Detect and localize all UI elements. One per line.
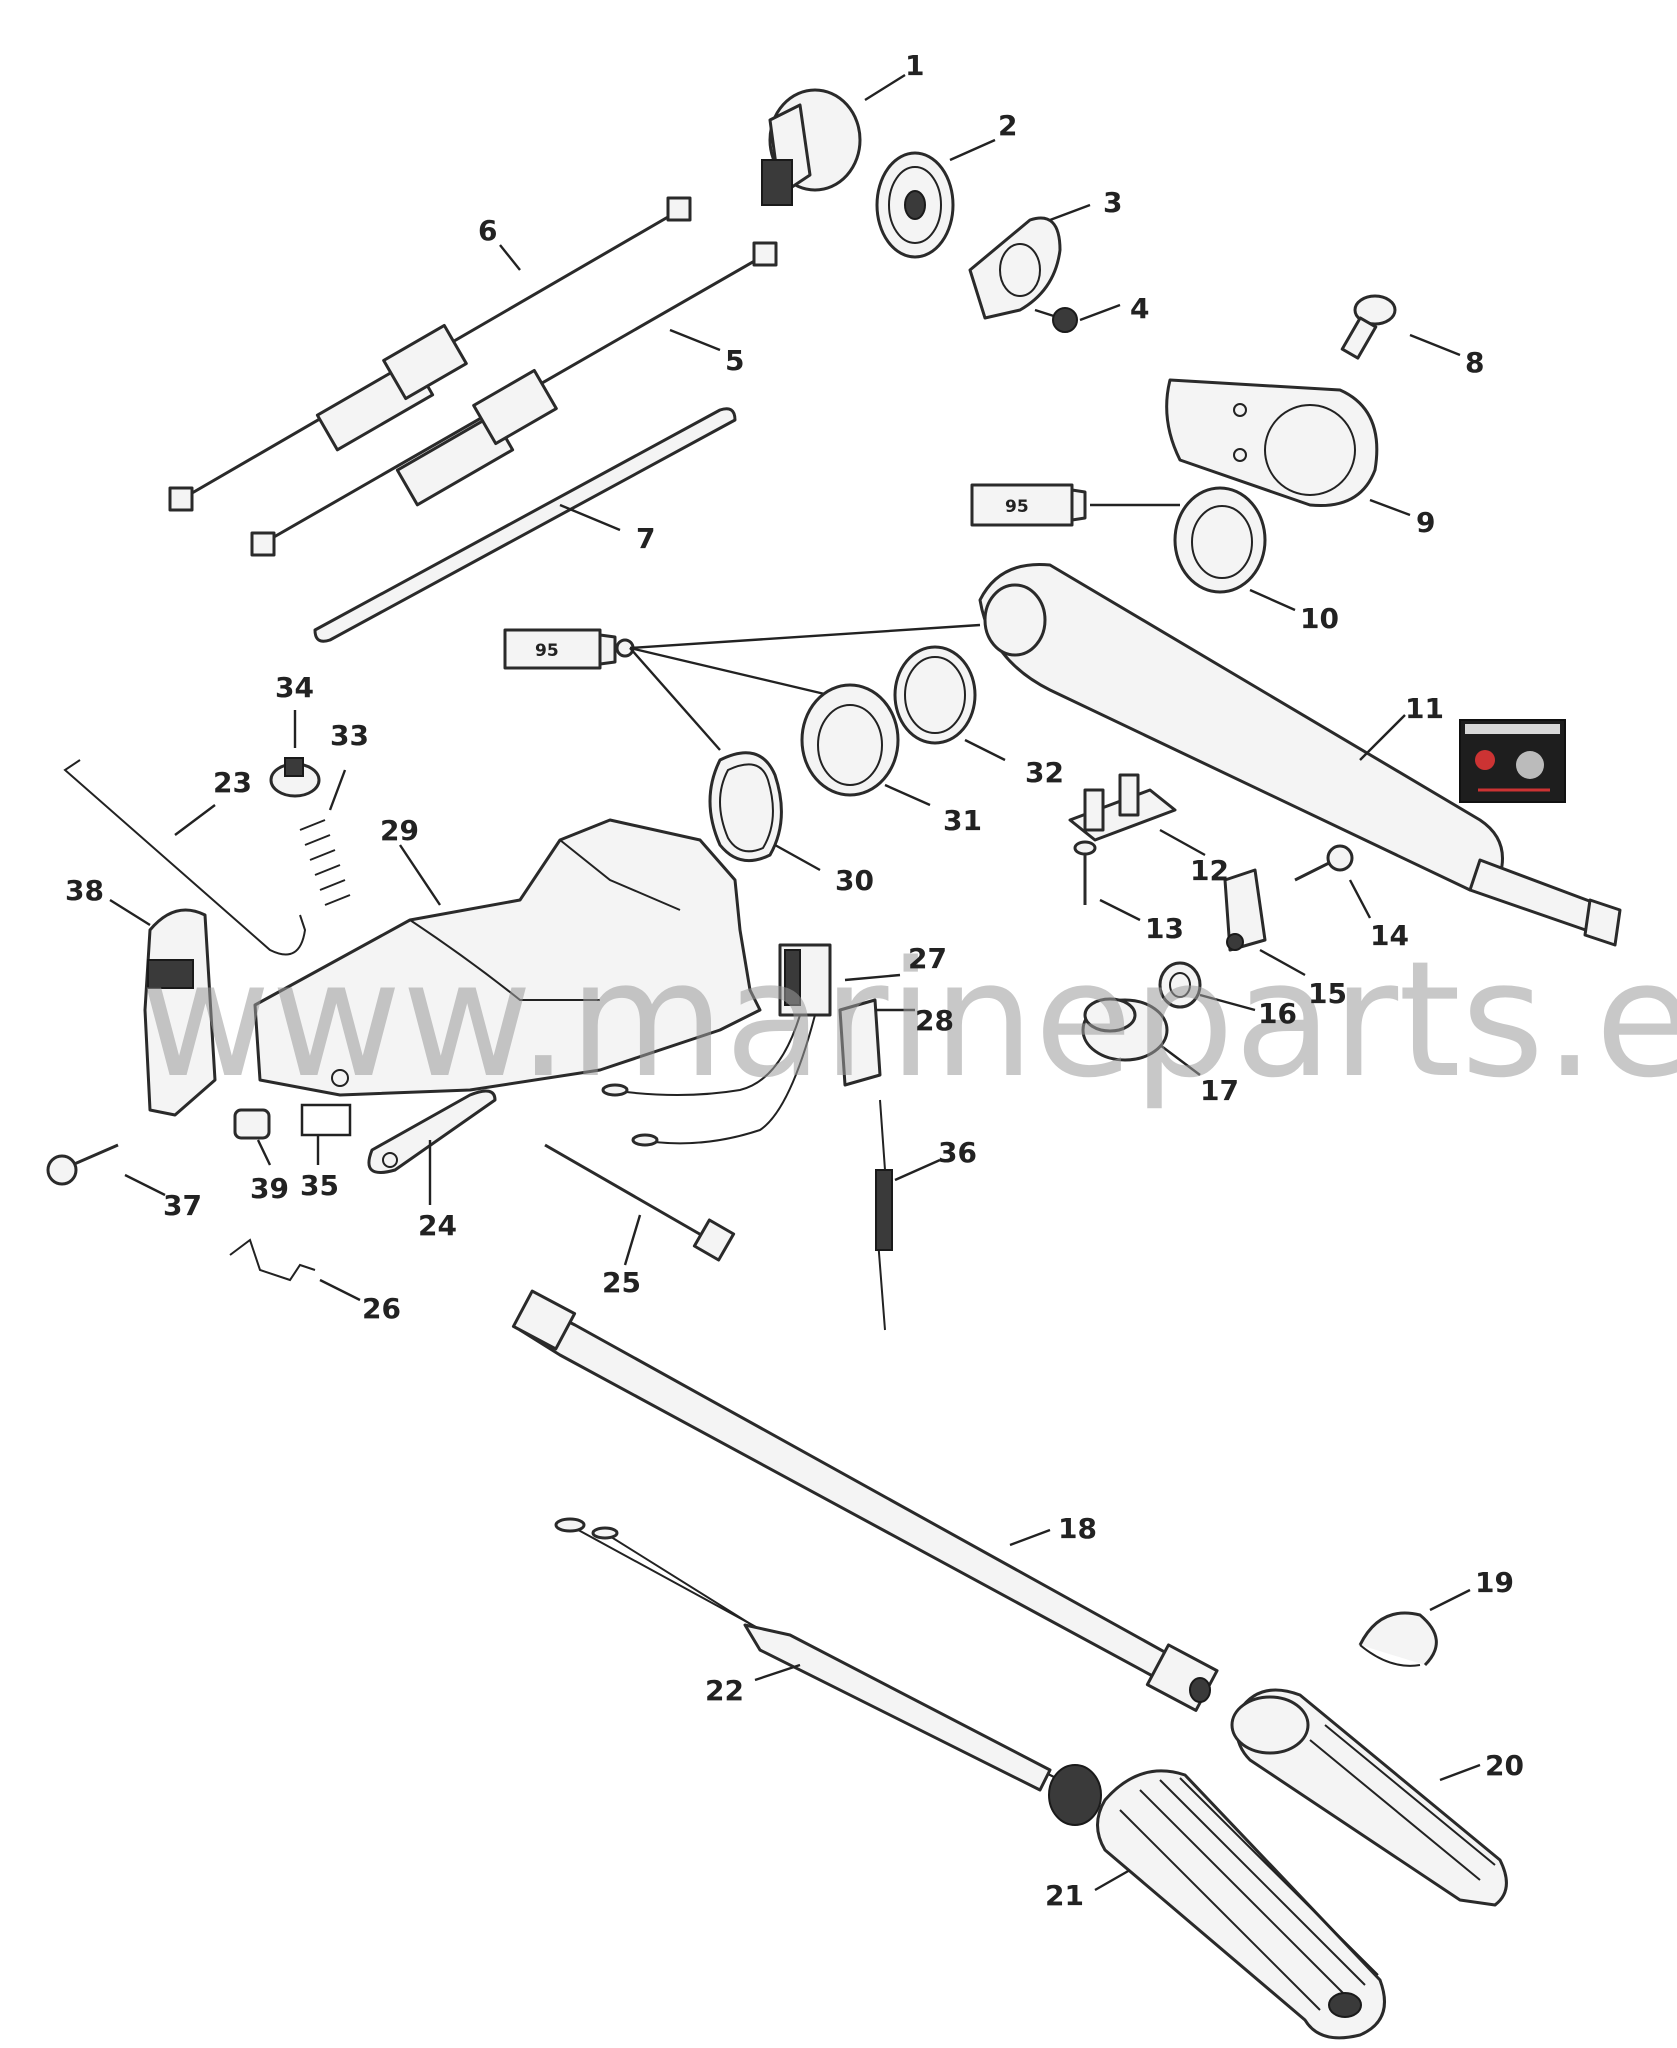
part-11-tiller-arm (978, 562, 1622, 947)
callout-5: 5 (725, 344, 744, 377)
part-10-seal-ring (1173, 486, 1267, 594)
callout-17: 17 (1200, 1074, 1239, 1107)
part-22-cable (554, 1517, 1102, 1826)
callout-22: 22 (705, 1674, 744, 1707)
callout-2: 2 (998, 109, 1017, 142)
callout-23: 23 (213, 766, 252, 799)
callout-3: 3 (1103, 186, 1122, 219)
part-9-bracket-plate (1165, 378, 1379, 508)
part-37-bolt (46, 1143, 119, 1186)
part-14-bolt (1294, 844, 1354, 882)
part-23-wire-link (63, 759, 307, 956)
callout-8: 8 (1465, 346, 1484, 379)
part-38-lever (143, 908, 217, 1117)
callout-16: 16 (1258, 997, 1297, 1030)
callout-13: 13 (1145, 912, 1184, 945)
part-29-housing (253, 818, 762, 1097)
callout-15: 15 (1308, 977, 1347, 1010)
tube-label-upper: 95 (1005, 497, 1029, 517)
callout-1: 1 (905, 49, 924, 82)
callout-28: 28 (915, 1004, 954, 1037)
part-4-screw (1034, 307, 1078, 333)
callout-32: 32 (1025, 756, 1064, 789)
callout-36: 36 (938, 1136, 977, 1169)
callout-12: 12 (1190, 854, 1229, 887)
part-16-washer (1158, 961, 1202, 1009)
part-11-decal (1459, 719, 1566, 803)
part-13-screw (1073, 840, 1097, 905)
callout-39: 39 (250, 1172, 289, 1205)
callout-25: 25 (602, 1266, 641, 1299)
callout-10: 10 (1300, 602, 1339, 635)
part-24-link-plate (367, 1089, 497, 1174)
grease-tube-middle: 95 (503, 623, 981, 751)
part-6-rod-assembly (168, 196, 692, 512)
part-2-pulley (875, 151, 955, 259)
part-28-cover (838, 998, 882, 1087)
part-30-gasket (708, 751, 783, 863)
part-7-bar (313, 407, 737, 643)
callout-14: 14 (1370, 919, 1409, 952)
callout-9: 9 (1416, 506, 1435, 539)
callout-29: 29 (380, 814, 419, 847)
part-25-long-bolt (544, 1143, 736, 1262)
callout-6: 6 (478, 214, 497, 247)
part-3-plate (968, 216, 1062, 320)
part-31-bearing-ring (800, 683, 900, 797)
callout-24: 24 (418, 1209, 457, 1242)
callout-37: 37 (163, 1189, 202, 1222)
callout-34: 34 (275, 671, 314, 704)
part-27-switch (601, 943, 832, 1147)
part-19-c-clip (1358, 1611, 1438, 1667)
callout-7: 7 (636, 522, 655, 555)
grease-tube-upper: 95 (970, 483, 1180, 527)
part-35-label-box (300, 1103, 352, 1137)
callout-35: 35 (300, 1169, 339, 1202)
part-33-spring (299, 819, 351, 906)
callout-30: 30 (835, 864, 874, 897)
part-39-bushing (233, 1108, 271, 1140)
part-8-bolt (1340, 294, 1397, 360)
part-32-o-ring (893, 645, 977, 745)
part-36-wire (875, 1099, 893, 1331)
callout-33: 33 (330, 719, 369, 752)
part-34-clip (269, 757, 321, 798)
part-21-grip (1096, 1769, 1386, 2040)
tube-label-middle: 95 (535, 641, 559, 661)
callout-38: 38 (65, 874, 104, 907)
part-1-clamp-band (761, 88, 862, 206)
callout-21: 21 (1045, 1879, 1084, 1912)
callout-20: 20 (1485, 1749, 1524, 1782)
part-5-rod-assembly (250, 241, 778, 557)
part-18-throttle-shaft (511, 1289, 1219, 1712)
callout-31: 31 (943, 804, 982, 837)
callout-11: 11 (1405, 692, 1444, 725)
callout-4: 4 (1130, 292, 1149, 325)
part-26-spring-clip (229, 1238, 316, 1282)
part-12-bracket (1068, 773, 1177, 842)
callout-19: 19 (1475, 1566, 1514, 1599)
callout-26: 26 (362, 1292, 401, 1325)
watermark-text: www.marineparts.eu (140, 926, 1677, 1113)
part-17-knob (1081, 997, 1169, 1062)
part-15-clip (1223, 868, 1267, 952)
callout-18: 18 (1058, 1512, 1097, 1545)
callout-27: 27 (908, 942, 947, 975)
part-20-grip-sleeve (1230, 1688, 1508, 1907)
